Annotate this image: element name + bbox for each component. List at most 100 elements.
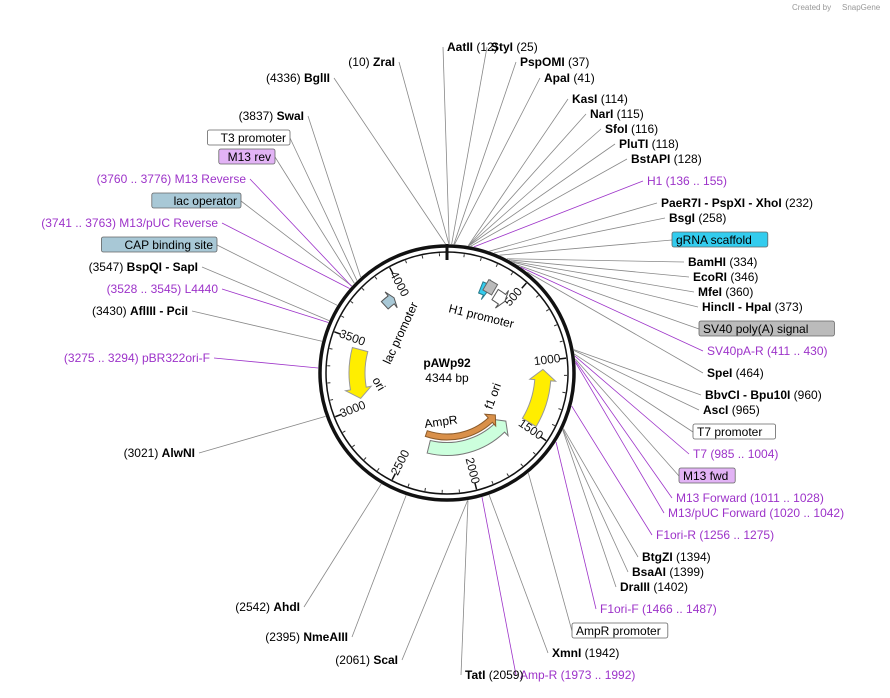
minor-tick <box>405 260 408 264</box>
label-text: (10) ZraI <box>348 55 395 69</box>
minor-tick <box>374 276 378 280</box>
label-text: SpeI (464) <box>707 366 764 380</box>
label-text: BtgZI (1394) <box>642 550 711 564</box>
minor-tick <box>342 430 346 433</box>
minor-tick <box>553 324 558 327</box>
label-text: (3275 .. 3294) pBR322ori-F <box>64 351 210 365</box>
minor-tick <box>559 340 563 343</box>
label-text: HincII - HpaI (373) <box>702 300 803 314</box>
minor-tick <box>532 451 536 455</box>
map-label-f1ori-f: F1ori-F (1466 .. 1487) <box>555 441 717 616</box>
tick-mark <box>389 267 394 275</box>
map-label-cap-binding-site: CAP binding site <box>101 236 338 306</box>
label-text: Amp-R (1973 .. 1992) <box>520 668 635 682</box>
map-label-kasi: KasI (114) <box>467 92 628 246</box>
minor-tick <box>506 473 509 477</box>
minor-tick <box>421 255 424 259</box>
map-label-ecori: EcoRI (346) <box>508 259 758 284</box>
map-label-pbr322ori-f: (3275 .. 3294) pBR322ori-F <box>64 351 319 369</box>
label-text: (2061) ScaI <box>335 653 398 667</box>
map-label-ahdi: (2542) AhdI <box>235 483 382 614</box>
map-label-styi: StyI (25) <box>451 40 538 245</box>
tick-label-1000: 1000 <box>533 351 562 368</box>
map-label-m13-puc-reverse: (3741 .. 3763) M13/pUC Reverse <box>41 216 350 289</box>
map-label-apai: ApaI (41) <box>454 71 595 245</box>
tick-mark <box>334 413 343 418</box>
map-label-aatii: AatII (12) <box>442 40 498 245</box>
map-label-sfoi: SfoI (116) <box>468 122 658 247</box>
label-text: (3741 .. 3763) M13/pUC Reverse <box>41 216 218 230</box>
map-label-sv40-poly-a-signal: SV40 poly(A) signal <box>517 264 835 337</box>
minor-tick <box>491 480 494 485</box>
map-label-scai: (2061) ScaI <box>335 500 468 667</box>
label-text: BsaAI (1399) <box>632 565 704 579</box>
tick-mark <box>474 482 478 490</box>
map-label-m13-reverse: (3760 .. 3776) M13 Reverse <box>97 172 352 287</box>
map-label-alwni: (3021) AlwNI <box>124 415 326 460</box>
minor-tick <box>545 309 550 312</box>
minor-tick <box>361 287 365 291</box>
tick-mark <box>559 357 567 360</box>
label-text: DraIII (1402) <box>620 580 688 594</box>
label-text: EcoRI (346) <box>693 270 758 284</box>
tick-label-4000: 4000 <box>387 269 412 299</box>
map-label-l4440: (3528 .. 3545) L4440 <box>107 282 329 323</box>
label-text: AatII (12) <box>447 40 498 54</box>
map-label-btgzi: BtgZI (1394) <box>563 428 711 564</box>
feature-label-h1-promoter: H1 promoter <box>447 301 515 331</box>
map-label-pluti: PluTI (118) <box>468 137 679 247</box>
ori-arrow <box>343 346 373 400</box>
tick-label-3500: 3500 <box>337 326 367 348</box>
label-text: M13 rev <box>228 150 271 164</box>
map-label-ampr-promoter: AmpR promoter <box>527 472 669 639</box>
feature-label-f1-ori: f1 ori <box>482 381 504 411</box>
sv40-block <box>482 278 499 296</box>
label-text: T7 (985 .. 1004) <box>693 447 778 461</box>
map-label-xmni: XmnI (1942) <box>488 494 619 660</box>
label-text: M13 fwd <box>683 469 728 483</box>
brand-text: SnapGene <box>842 3 881 12</box>
map-label-bsaai: BsaAI (1399) <box>562 429 704 579</box>
label-text: BbvCI - Bpu10I (960) <box>705 388 822 402</box>
label-text: T7 promoter <box>697 425 762 439</box>
tick-label-2500: 2500 <box>388 447 413 477</box>
minor-tick <box>330 399 334 401</box>
label-text: gRNA scaffold <box>676 233 752 247</box>
label-text: StyI (25) <box>491 40 538 54</box>
map-label-nmeaiii: (2395) NmeAIII <box>265 495 407 644</box>
plasmid-name: pAWp92 <box>423 356 471 370</box>
label-text: PaeR7I - PspXI - XhoI (232) <box>661 196 813 210</box>
map-label-bstapi: BstAPI (128) <box>470 152 702 247</box>
map-label-m13-fwd: M13 fwd <box>574 358 736 484</box>
label-text: F1ori-F (1466 .. 1487) <box>600 602 717 616</box>
f1-ori-arrow <box>521 368 558 428</box>
feature-label-ori: ori <box>369 375 388 394</box>
h1-promoter-arrow <box>491 288 510 309</box>
label-text: AmpR promoter <box>576 624 661 638</box>
map-label-bglii: (4336) BglII <box>266 71 446 245</box>
minor-tick <box>350 301 354 304</box>
plasmid-length: 4344 bp <box>425 371 469 385</box>
minor-tick <box>510 272 514 276</box>
label-text: (3528 .. 3545) L4440 <box>107 282 219 296</box>
label-text: TatI (2059) <box>465 668 523 682</box>
minor-tick <box>424 487 426 492</box>
label-text: NarI (115) <box>590 107 644 121</box>
map-label-spei: SpeI (464) <box>527 271 764 380</box>
minor-tick <box>329 348 333 350</box>
minor-tick <box>376 467 380 472</box>
map-label-pspomi: PspOMI (37) <box>453 55 589 245</box>
map-label-h1: H1 (136 .. 155) <box>473 174 727 248</box>
map-label-lac-operator: lac operator <box>151 192 353 287</box>
label-text: KasI (114) <box>572 92 628 106</box>
map-label-bsgi: BsgI (258) <box>493 211 726 254</box>
map-label-bspqi-sapi: (3547) BspQI - SapI <box>89 260 330 322</box>
tick-label-2000: 2000 <box>463 456 483 486</box>
lac-promoter-arrow <box>380 291 398 310</box>
map-label-m13-puc-forward: M13/pUC Forward (1020 .. 1042) <box>575 362 844 520</box>
label-text: (3021) AlwNI <box>124 446 195 460</box>
label-text: (4336) BglII <box>266 71 330 85</box>
map-label-bamhi: BamHI (334) <box>506 255 757 269</box>
